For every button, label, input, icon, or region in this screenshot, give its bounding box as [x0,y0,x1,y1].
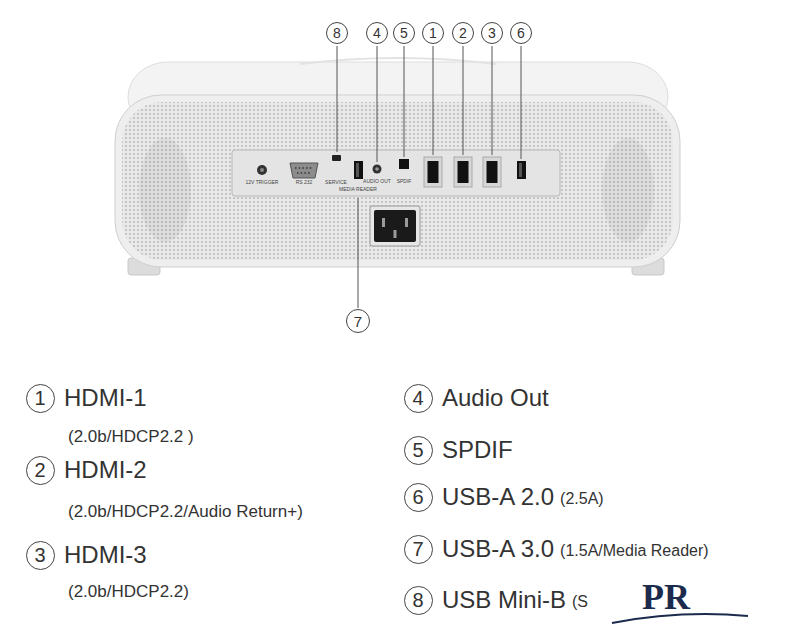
power-pin [405,218,408,227]
list-number: 2 [34,460,45,480]
callout-number: 4 [373,26,381,40]
panel-label: SERVICE [325,180,347,186]
list-number: 3 [34,545,45,565]
list-number-circle: 4 [404,384,433,413]
leader-line [463,46,464,155]
port-name: USB Mini-B [442,586,566,614]
port-name: SPDIF [442,436,513,464]
port-name: Audio Out [442,384,549,412]
rs232-pins [295,168,313,173]
list-number-circle: 3 [26,541,55,570]
list-number: 7 [412,539,423,559]
trigger-jack [257,165,267,175]
hdmi-port [428,161,439,183]
callout-number: 1 [429,26,437,40]
panel-label: AUDIO OUT [363,179,391,185]
power-pin [382,218,385,227]
callout-circle: 3 [481,22,503,44]
usb-port [354,161,363,179]
callout-number: 6 [517,26,525,40]
port-spec: (1.5A/Media Reader) [560,542,709,560]
hdmi-bay [483,157,501,187]
port-name: HDMI-2 [64,456,147,484]
port-name: USB-A 2.0 [442,483,554,511]
list-number: 8 [412,590,423,610]
speaker-grille [122,102,673,260]
port-name: USB-A 3.0 [442,535,554,563]
callout-circle: 6 [510,22,532,44]
leader-line [492,46,493,155]
port-name: HDMI-3 [64,541,147,569]
callout-number: 3 [488,26,496,40]
top-ridge [300,58,496,64]
hdmi-bay [424,157,442,187]
port-spec: (2.5A) [560,490,604,508]
watermark-logo: PR [642,577,690,618]
leader-line [404,46,405,157]
panel-label: SPDIF [397,179,412,185]
port-spec: (2.0b/HDCP2.2 ) [68,427,194,447]
connector-panel [232,150,560,196]
list-number-circle: 6 [404,483,433,512]
port-spec: (2.0b/HDCP2.2/Audio Return+) [68,502,303,522]
power-pin [394,230,397,238]
port-spec: (2.0b/HDCP2.2) [68,582,189,602]
leader-line [358,198,359,308]
hdmi-bay [454,157,472,187]
list-number-circle: 5 [404,436,433,465]
leader-lines [337,46,521,308]
callout-number: 2 [459,26,467,40]
callout-circle: 2 [452,22,474,44]
callout-circle: 4 [366,22,388,44]
speaker-right [602,138,654,242]
callout-number: 8 [333,26,341,40]
port-name: HDMI-1 [64,384,147,412]
list-number: 5 [412,440,423,460]
list-number-circle: 7 [404,535,433,564]
hdmi-port [487,161,498,183]
port-spec: (S [572,593,588,611]
callout-number: 5 [400,26,408,40]
trigger-jack [260,168,264,172]
speaker-left [139,138,191,242]
list-number-circle: 2 [26,456,55,485]
leader-line [377,46,378,162]
callout-circle: 7 [346,309,370,333]
list-number-circle: 8 [404,586,433,615]
leader-line [337,46,338,152]
spdif-port [399,159,409,169]
power-socket [370,206,420,246]
audio-jack [373,165,382,174]
panel-label: MEDIA READER [339,187,377,193]
power-socket [374,210,416,242]
list-number: 1 [34,388,45,408]
rs232-port [290,163,318,178]
hdmi-port [458,161,469,183]
callout-circle: 8 [326,22,348,44]
audio-jack [375,167,379,171]
leader-line [433,46,434,155]
panel-label: RS 232 [296,180,313,186]
panel-label: 12V TRIGGER [246,180,279,186]
usb-port [356,163,359,177]
projector-back [115,95,680,267]
list-number: 6 [412,487,423,507]
callout-number: 7 [354,314,362,329]
mini-usb-port [332,155,341,161]
usb-port [517,161,526,179]
list-number-circle: 1 [26,384,55,413]
callout-circle: 5 [393,22,415,44]
usb-port [519,163,522,177]
callout-circle: 1 [422,22,444,44]
list-number: 4 [412,388,423,408]
leader-line [521,46,522,159]
